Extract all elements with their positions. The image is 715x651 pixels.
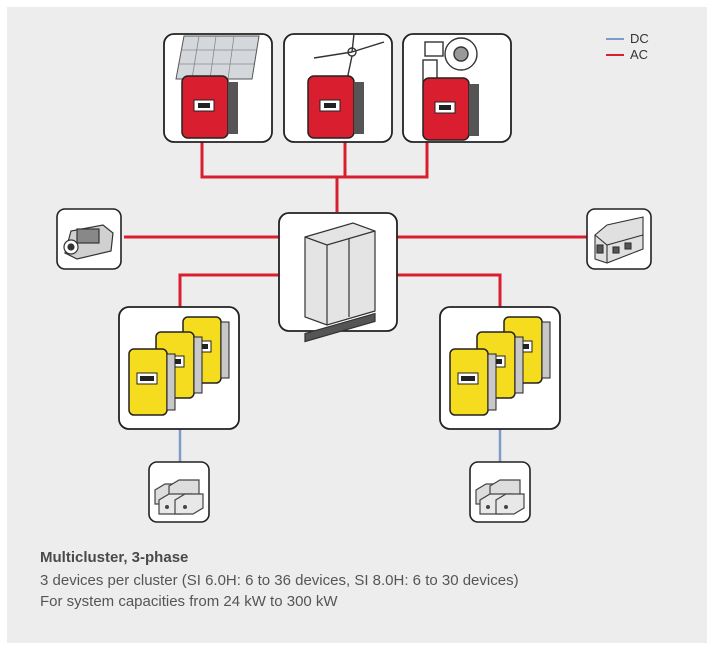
dc-legend-swatch	[606, 38, 624, 40]
battery-bank-icon	[154, 479, 204, 515]
ac-legend-label: AC	[630, 47, 649, 62]
cluster-left	[118, 306, 240, 430]
battery-right	[469, 461, 531, 523]
wind-inverter	[283, 33, 393, 143]
solar-panel-icon	[175, 35, 260, 80]
system-diagram	[56, 33, 652, 523]
caption-title: Multicluster, 3-phase	[40, 549, 189, 566]
cluster-right	[439, 306, 561, 430]
house-load-icon	[594, 216, 644, 264]
caption-line-2: For system capacities from 24 kW to 300 …	[40, 593, 338, 610]
ac-legend-swatch	[606, 54, 624, 56]
ac-distribution-cabinet-icon	[304, 222, 376, 343]
battery-left	[148, 461, 210, 523]
caption-line-1: 3 devices per cluster (SI 6.0H: 6 to 36 …	[40, 572, 519, 589]
caption: Multicluster, 3-phase 3 devices per clus…	[40, 549, 690, 612]
hydro-inverter	[402, 33, 512, 143]
diagram-panel: DC AC Multicluster, 3-phase 3 devices pe…	[7, 7, 707, 643]
generator-icon	[63, 224, 114, 260]
ac-lines	[124, 142, 587, 307]
house	[586, 208, 652, 270]
dc-lines	[178, 429, 502, 462]
battery-bank-icon	[475, 479, 525, 515]
generator	[56, 208, 122, 270]
distribution-cabinet	[278, 212, 398, 343]
solar-inverter	[163, 33, 273, 143]
dc-legend-label: DC	[630, 31, 649, 46]
hydro-turbine-icon	[422, 37, 478, 83]
